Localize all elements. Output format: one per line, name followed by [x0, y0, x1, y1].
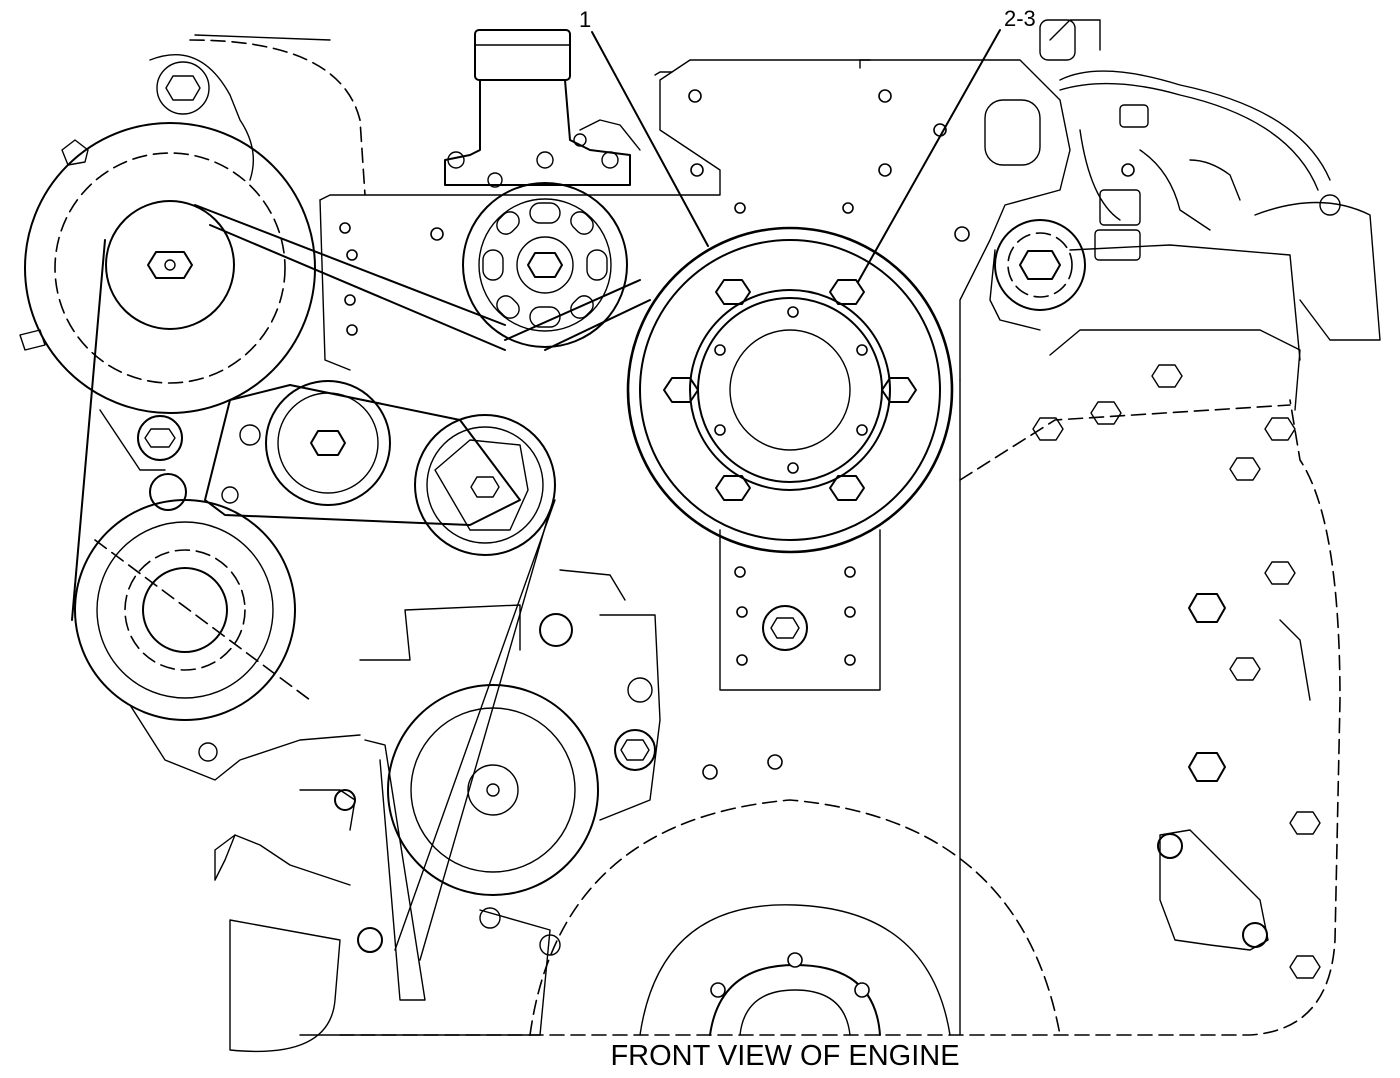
- water-outlet-housing: [444, 29, 641, 188]
- lower-mount-bracket: [214, 739, 561, 1036]
- callout-leaders: [591, 29, 1001, 283]
- front-gear-cover: [529, 799, 1061, 1036]
- idler-pulley-upper: [462, 182, 628, 348]
- engine-block-outline: [229, 379, 1341, 1053]
- front-bracket-plate: [319, 59, 1135, 381]
- callout-2-3-leader: [857, 29, 1001, 283]
- camshaft-pulley: [989, 219, 1086, 331]
- accessory-pulley-lower: [387, 569, 661, 896]
- callout-1-label: 1: [579, 7, 591, 32]
- alternator: [19, 34, 366, 511]
- callout-2-3-label: 2-3: [1004, 6, 1036, 31]
- belt-tensioner: [204, 380, 556, 556]
- diagram-caption: FRONT VIEW OF ENGINE: [610, 1040, 959, 1072]
- callout-1-leader: [591, 31, 709, 247]
- wiring-harness: [1039, 19, 1381, 341]
- lower-bracket-plate: [702, 529, 881, 780]
- drive-belt: [71, 204, 651, 961]
- timing-cover: [1032, 244, 1321, 979]
- crankshaft-damper: [626, 226, 954, 554]
- water-pump-pulley: [74, 499, 521, 781]
